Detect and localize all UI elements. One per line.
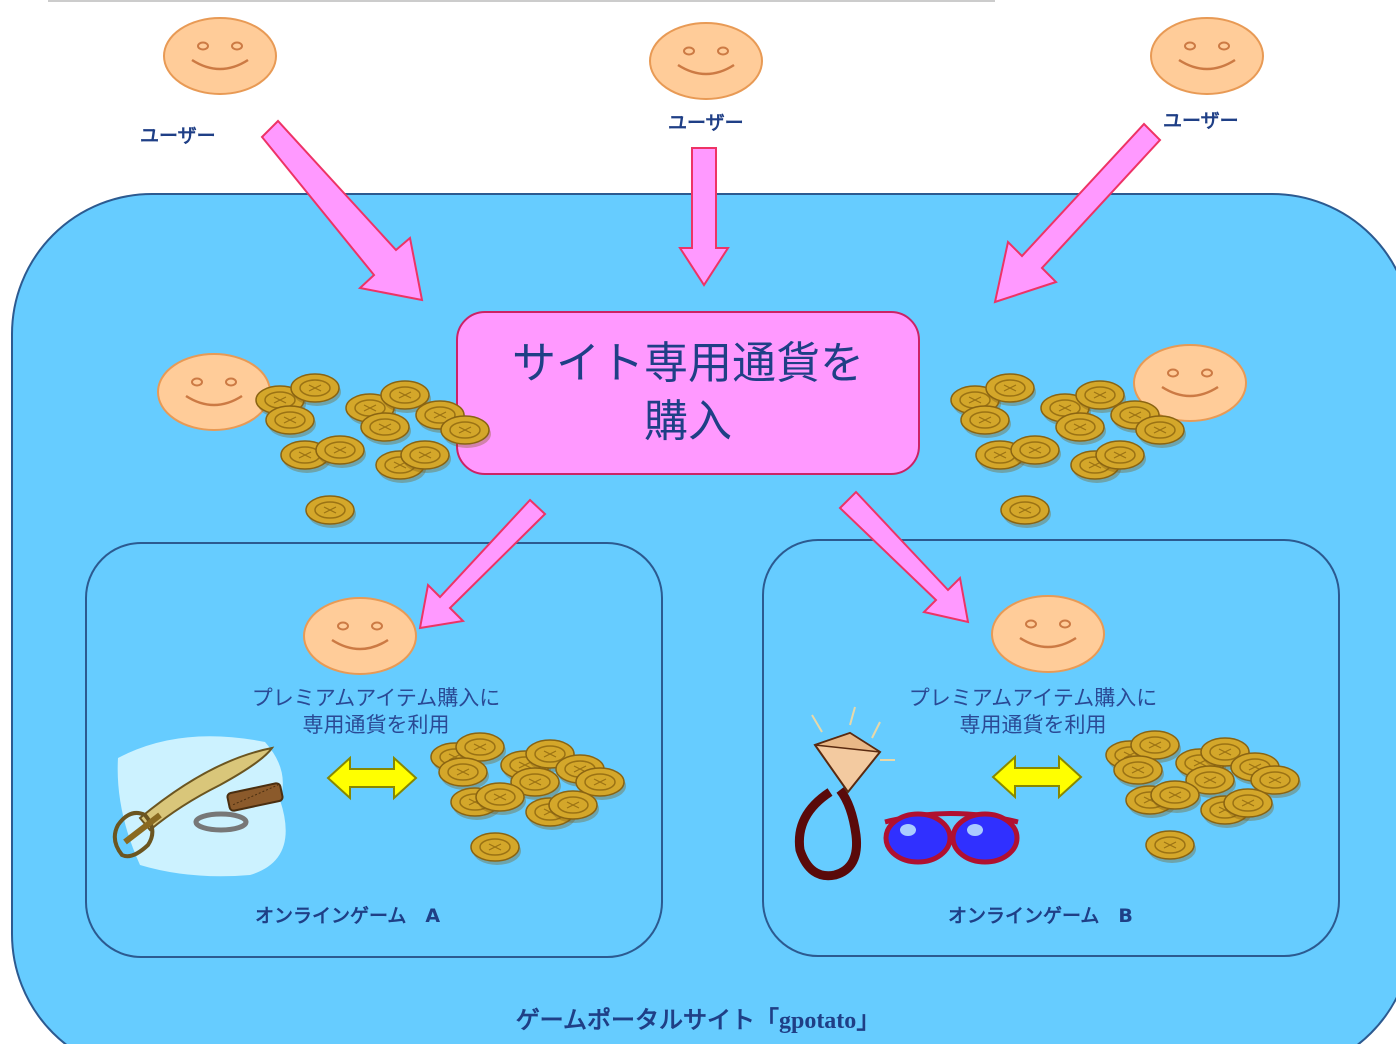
portal-label-suffix: 」 [856, 1006, 881, 1034]
user-label: ユーザー [1163, 110, 1239, 132]
game-b-items-illustration [794, 706, 1020, 881]
game-a-items-illustration [112, 736, 286, 877]
diamond-ring-icon [794, 706, 895, 881]
ring-icon [193, 811, 249, 833]
arrow-user2-to-purchase [678, 147, 730, 287]
arrow-user1-to-purchase [260, 119, 424, 302]
portal-label-name: gpotato [778, 1008, 857, 1034]
game-b-note: プレミアムアイテム購入に 専用通貨を利用 [833, 685, 1233, 739]
game-a-name: オンラインゲーム A [255, 905, 441, 927]
purchase-box [456, 311, 920, 475]
smiley-face-icon [156, 352, 272, 432]
portal-label: ゲームポータルサイト「gpotato」 [0, 1000, 1396, 1035]
purchase-box-text: サイト専用通貨を 購入 [457, 312, 919, 474]
game-a-note-line-1: プレミアムアイテム購入に [251, 686, 501, 710]
arrow-purchase-to-game-b [838, 490, 970, 624]
game-a-note-line-2: 専用通貨を利用 [302, 713, 450, 737]
smiley-face-icon [648, 21, 764, 101]
purchase-line-2: 購入 [644, 396, 732, 447]
smiley-face-icon [1149, 16, 1265, 96]
sunglasses-icon [883, 811, 1020, 865]
smiley-face-icon [302, 596, 418, 676]
arrow-user3-to-purchase [993, 122, 1162, 304]
smiley-face-icon [162, 16, 278, 96]
purchase-line-1: サイト専用通貨を [512, 338, 864, 389]
sword-icon [112, 746, 275, 859]
user-label: ユーザー [668, 112, 744, 134]
game-b-note-line-2: 専用通貨を利用 [959, 713, 1107, 737]
portal-label-prefix: ゲームポータルサイト「 [515, 1006, 779, 1034]
user-label: ユーザー [140, 125, 216, 147]
comb-icon [226, 782, 284, 812]
smiley-face-icon [990, 594, 1106, 674]
game-a-note: プレミアムアイテム購入に 専用通貨を利用 [176, 685, 576, 739]
game-b-name: オンラインゲーム B [948, 905, 1133, 927]
game-b-note-line-1: プレミアムアイテム購入に [908, 686, 1158, 710]
arrow-purchase-to-game-a [418, 498, 547, 630]
